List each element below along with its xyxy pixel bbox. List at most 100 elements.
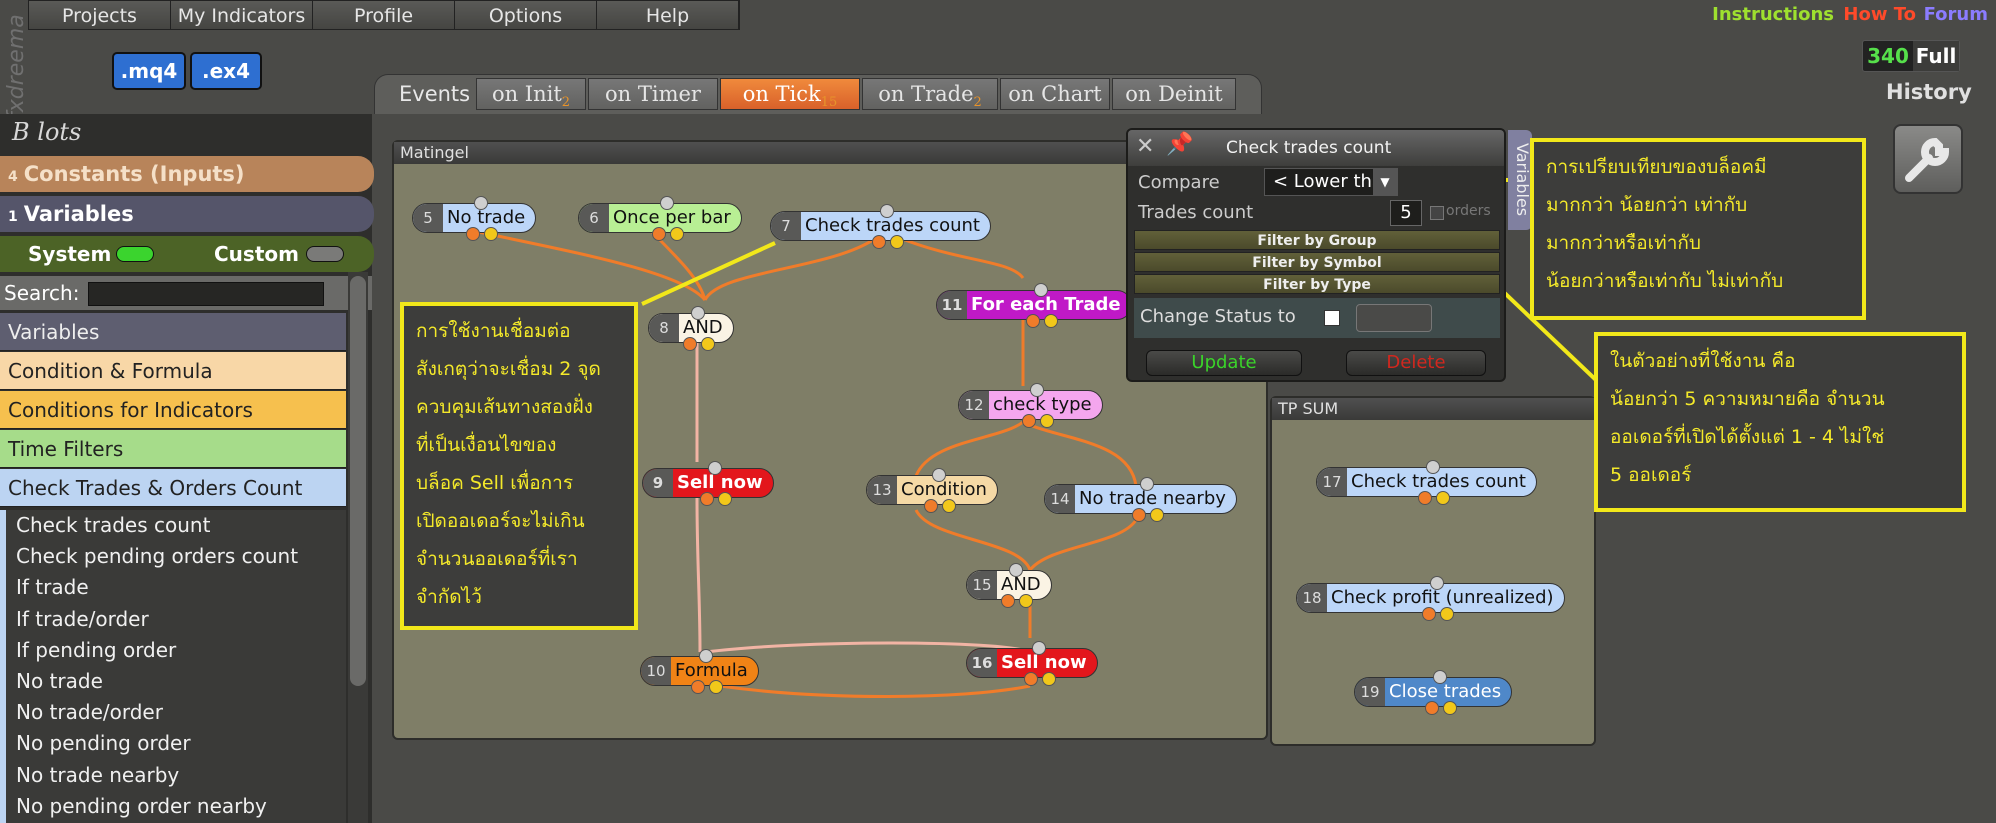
input-port[interactable] (707, 461, 722, 475)
pin-icon[interactable]: 📌 (1166, 132, 1194, 157)
filter-by-type[interactable]: Filter by Type (1134, 274, 1500, 294)
output-port-true[interactable] (682, 337, 697, 351)
output-port-false[interactable] (700, 337, 715, 351)
category-check-trades[interactable]: Check Trades & Orders Count (0, 469, 346, 507)
output-port-false[interactable] (941, 499, 956, 513)
output-port-false[interactable] (1440, 607, 1455, 621)
block-item[interactable]: If trade/order (16, 606, 149, 631)
output-port-false[interactable] (1150, 508, 1165, 522)
block-item[interactable]: If trade (16, 575, 89, 600)
category-condition-formula[interactable]: Condition & Formula (0, 352, 346, 390)
block-item[interactable]: No trade/order (16, 700, 163, 725)
tab-on-tick[interactable]: on Tick15 (720, 78, 860, 110)
menu-my-indicators[interactable]: My Indicators (171, 1, 313, 29)
howto-link[interactable]: How To (1843, 4, 1916, 25)
input-port[interactable] (1430, 576, 1445, 590)
output-port-true[interactable] (1425, 701, 1440, 715)
output-port-true[interactable] (691, 680, 706, 694)
output-port-false[interactable] (1041, 672, 1056, 686)
output-port-true[interactable] (923, 499, 938, 513)
menu-help[interactable]: Help (597, 1, 739, 29)
block-item[interactable]: Check trades count (16, 513, 211, 537)
block-item[interactable]: No pending order nearby (16, 793, 267, 818)
status-checkbox[interactable] (1324, 310, 1340, 326)
output-port-false[interactable] (1018, 594, 1033, 608)
output-port-true[interactable] (872, 235, 887, 249)
tab-on-deinit[interactable]: on Deinit (1112, 78, 1236, 110)
search-input[interactable] (88, 282, 324, 306)
input-port[interactable] (1426, 460, 1441, 474)
variables-side-tab[interactable]: Variables (1508, 130, 1532, 230)
input-port[interactable] (690, 306, 705, 320)
input-port[interactable] (880, 204, 895, 218)
output-port-false[interactable] (1436, 491, 1451, 505)
block-item[interactable]: If pending order (16, 637, 177, 662)
tab-on-trade[interactable]: on Trade2 (862, 78, 998, 110)
block-item[interactable]: No pending order (16, 731, 191, 756)
sidebar-scroll-thumb[interactable] (350, 276, 366, 686)
delete-button[interactable]: Delete (1346, 350, 1486, 376)
ex4-button[interactable]: .ex4 (190, 52, 262, 90)
output-port-false[interactable] (709, 680, 724, 694)
output-port-true[interactable] (651, 227, 666, 241)
input-port[interactable] (1031, 641, 1046, 655)
status-input[interactable] (1356, 304, 1432, 332)
menu-projects[interactable]: Projects (29, 1, 171, 29)
output-port-false[interactable] (484, 227, 499, 241)
input-port[interactable] (474, 196, 489, 210)
input-port[interactable] (1140, 477, 1155, 491)
input-port[interactable] (659, 196, 674, 210)
mq4-button[interactable]: .mq4 (112, 52, 186, 90)
output-port-false[interactable] (717, 492, 732, 506)
instructions-link[interactable]: Instructions (1712, 4, 1834, 25)
output-port-true[interactable] (699, 492, 714, 506)
category-conditions-indicators[interactable]: Conditions for Indicators (0, 391, 346, 429)
menu-profile[interactable]: Profile (313, 1, 455, 29)
output-port-false[interactable] (1043, 314, 1058, 328)
input-port[interactable] (699, 649, 714, 663)
output-port-true[interactable] (1418, 491, 1433, 505)
update-button[interactable]: Update (1146, 350, 1302, 376)
tab-on-init[interactable]: on Init2 (476, 78, 586, 110)
history-link[interactable]: History (1886, 80, 1972, 104)
dialog-titlebar[interactable]: ✕ 📌 Check trades count (1128, 130, 1504, 166)
output-port-false[interactable] (1040, 414, 1055, 428)
input-port[interactable] (1033, 283, 1048, 297)
input-port[interactable] (931, 468, 946, 482)
block-item[interactable]: No trade (16, 668, 103, 693)
filter-by-symbol[interactable]: Filter by Symbol (1134, 252, 1500, 272)
category-time-filters[interactable]: Time Filters (0, 430, 346, 468)
counter-full[interactable]: Full (1913, 41, 1959, 71)
output-port-true[interactable] (1022, 414, 1037, 428)
output-port-false[interactable] (890, 235, 905, 249)
output-port-true[interactable] (1422, 607, 1437, 621)
project-counter[interactable]: 340 Full (1862, 40, 1960, 72)
block-item[interactable]: Check pending orders count (16, 544, 299, 569)
input-port[interactable] (1433, 670, 1448, 684)
output-port-true[interactable] (1132, 508, 1147, 522)
output-port-true[interactable] (1023, 672, 1038, 686)
output-port-true[interactable] (466, 227, 481, 241)
system-toggle[interactable] (116, 246, 154, 262)
input-port[interactable] (1008, 563, 1023, 577)
menu-options[interactable]: Options (455, 1, 597, 29)
close-icon[interactable]: ✕ (1136, 134, 1155, 159)
filter-by-group[interactable]: Filter by Group (1134, 230, 1500, 250)
compare-select[interactable]: < Lower than ▼ (1264, 168, 1398, 196)
